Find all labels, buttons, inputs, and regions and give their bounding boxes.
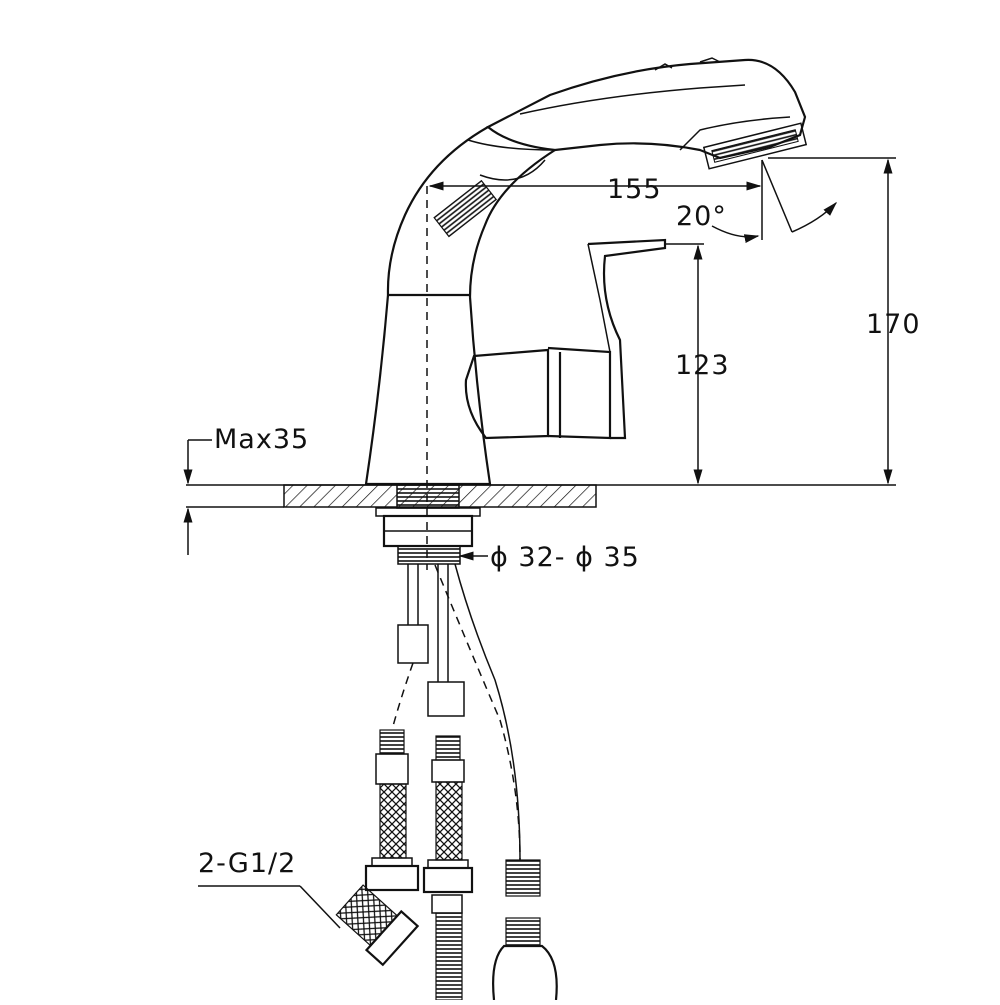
dimension-155: 155 (428, 160, 763, 240)
dimension-max35: Max35 (183, 424, 309, 555)
countertop-section (186, 483, 896, 509)
dimension-angle-label: 20° (676, 201, 727, 232)
flex-hose-left (335, 729, 420, 967)
dimension-hole-label: ϕ 32- ϕ 35 (490, 542, 640, 573)
dimension-170: 170 (768, 157, 921, 485)
dimension-thread: 2-G1/2 (198, 848, 341, 929)
spout-body (386, 126, 556, 298)
dimension-thread-label: 2-G1/2 (198, 848, 296, 879)
dimension-123-label: 123 (675, 350, 730, 381)
faucet-body (364, 238, 667, 486)
pullout-hose-weight (492, 859, 558, 1001)
dimension-123: 123 (665, 243, 730, 485)
dimension-170-label: 170 (866, 309, 921, 340)
mounting-nut (375, 507, 481, 565)
dimension-max35-label: Max35 (214, 424, 309, 455)
dimension-155-label: 155 (607, 174, 662, 205)
dimension-angle: 20° (676, 159, 838, 244)
dimension-hole: ϕ 32- ϕ 35 (458, 542, 640, 573)
connection-dash-1 (391, 662, 414, 731)
neck-hose-spring (433, 179, 498, 238)
mounting-stud (396, 483, 460, 509)
supply-tubes (397, 563, 521, 861)
connection-dash-2 (434, 564, 521, 861)
spray-head (486, 57, 808, 170)
flex-hose-right (422, 735, 474, 1001)
